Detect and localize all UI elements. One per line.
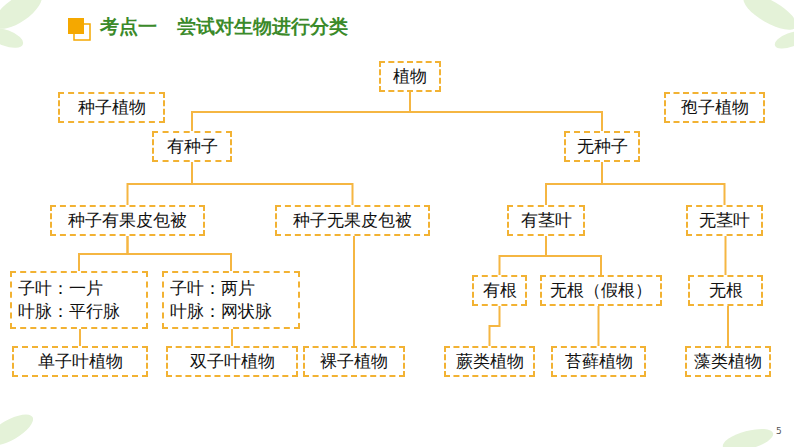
tree-connector (490, 306, 500, 346)
box-text: 苔藓植物 (565, 350, 633, 373)
category-box: 种子无果皮包被 (275, 205, 430, 236)
category-box: 无根（假根） (540, 275, 662, 306)
box-text: 叶脉：网状脉 (170, 300, 272, 323)
category-box: 种子植物 (58, 92, 165, 123)
category-box: 子叶：一片叶脉：平行脉 (10, 271, 148, 329)
box-text: 种子无果皮包被 (293, 209, 412, 232)
category-box: 藻类植物 (685, 346, 771, 377)
box-text: 无种子 (577, 135, 628, 158)
category-box: 子叶：两片叶脉：网状脉 (162, 271, 300, 329)
category-box: 蕨类植物 (444, 346, 535, 377)
box-text: 无茎叶 (699, 209, 750, 232)
category-box: 种子有果皮包被 (50, 205, 205, 236)
tree-connector (79, 236, 128, 271)
category-box: 孢子植物 (664, 92, 765, 123)
box-text: 叶脉：平行脉 (18, 300, 120, 323)
category-box: 有茎叶 (507, 205, 585, 236)
category-box: 无种子 (564, 131, 640, 162)
tree-connector (546, 162, 602, 205)
box-text: 藻类植物 (694, 350, 762, 373)
box-text: 单子叶植物 (38, 350, 123, 373)
category-box: 无根 (688, 275, 763, 306)
box-text: 无根 (709, 279, 743, 302)
box-text: 无根（假根） (550, 279, 652, 302)
tree-connector (128, 162, 193, 205)
tree-connector (546, 236, 601, 275)
tree-connector (598, 306, 600, 346)
title-icon (68, 18, 84, 34)
tree-connector (727, 306, 729, 346)
category-box: 无茎叶 (686, 205, 763, 236)
box-text: 种子有果皮包被 (68, 209, 187, 232)
category-box: 苔藓植物 (551, 346, 646, 377)
tree-connector (79, 329, 81, 346)
category-box: 双子叶植物 (166, 346, 298, 377)
box-text: 有茎叶 (521, 209, 572, 232)
page-number: 5 (776, 426, 782, 436)
box-text: 孢子植物 (681, 96, 749, 119)
box-text: 裸子植物 (320, 350, 388, 373)
tree-connector (353, 236, 355, 346)
category-box: 有种子 (152, 131, 232, 162)
box-text: 双子叶植物 (190, 350, 275, 373)
box-text: 植物 (393, 65, 427, 88)
category-box: 裸子植物 (303, 346, 405, 377)
tree-connector (128, 236, 232, 271)
tree-connector (192, 162, 353, 205)
box-text: 有根 (483, 279, 517, 302)
box-text: 子叶：一片 (18, 277, 103, 300)
tree-connector (410, 92, 602, 131)
title-icon-frame (74, 24, 90, 40)
category-box: 单子叶植物 (12, 346, 148, 377)
box-text: 蕨类植物 (456, 350, 524, 373)
box-text: 子叶：两片 (170, 277, 255, 300)
tree-connector (725, 236, 727, 275)
category-box: 植物 (379, 61, 441, 92)
box-text: 有种子 (167, 135, 218, 158)
tree-connector (500, 236, 547, 275)
slide-title: 考点一 尝试对生物进行分类 (100, 14, 348, 40)
box-text: 种子植物 (78, 96, 146, 119)
tree-connector (602, 162, 725, 205)
tree-connector (192, 92, 410, 131)
category-box: 有根 (472, 275, 527, 306)
tree-connector (231, 329, 233, 346)
